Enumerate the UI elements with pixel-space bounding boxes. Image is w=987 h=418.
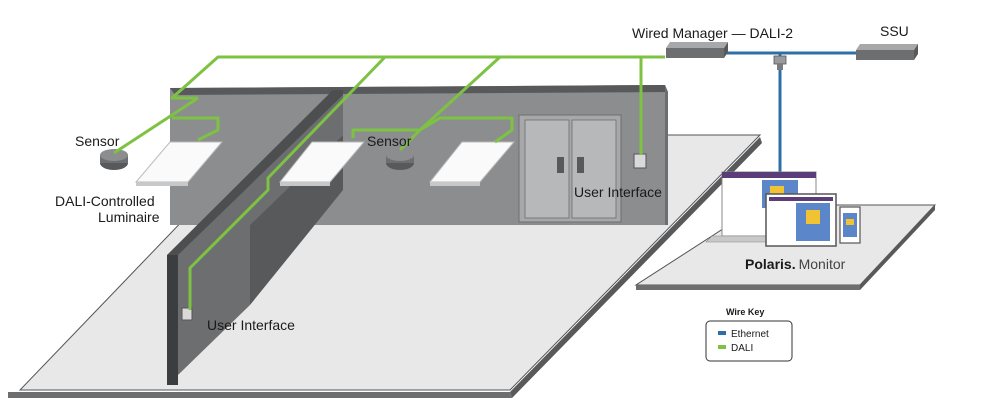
dali-wiring bbox=[113, 55, 665, 310]
wire-key: Wire Key Ethernet DALI bbox=[705, 307, 793, 362]
brand-dot: . bbox=[792, 256, 796, 272]
sensor-middle-label: Sensor bbox=[367, 133, 412, 149]
double-doors bbox=[518, 114, 622, 223]
phone-icon bbox=[839, 206, 861, 244]
luminaire-label-line1: DALI-Controlled bbox=[55, 193, 155, 209]
tablet-icon bbox=[765, 193, 837, 247]
sensor-left-device bbox=[100, 149, 128, 170]
sensor-left-label: Sensor bbox=[75, 133, 120, 149]
dali-swatch bbox=[718, 345, 726, 349]
dali-luminaire-left bbox=[134, 141, 224, 186]
ethernet-wiring bbox=[722, 51, 858, 180]
wire-key-ethernet: Ethernet bbox=[731, 329, 769, 340]
wired-manager-label: Wired Manager — DALI-2 bbox=[632, 25, 793, 41]
user-interface-right-device bbox=[633, 153, 647, 169]
wire-key-title: Wire Key bbox=[726, 307, 764, 317]
luminaire-label-line2: Luminaire bbox=[98, 209, 160, 225]
sensor-middle-device bbox=[386, 149, 414, 170]
user-interface-right-label: User Interface bbox=[574, 184, 662, 200]
ethernet-swatch bbox=[718, 331, 726, 335]
ethernet-junction-icon bbox=[773, 55, 787, 70]
brand-bold: Polaris bbox=[745, 256, 792, 272]
wired-manager-device bbox=[666, 42, 728, 58]
ssu-device bbox=[856, 44, 918, 60]
wire-key-dali: DALI bbox=[731, 343, 753, 354]
polaris-monitor-brand: Polaris.Monitor bbox=[745, 256, 846, 272]
user-interface-left-label: User Interface bbox=[207, 317, 295, 333]
dali-luminaire-middle bbox=[278, 141, 366, 186]
dali-luminaire-right bbox=[428, 141, 516, 186]
user-interface-left-device bbox=[181, 307, 193, 321]
brand-light: Monitor bbox=[799, 256, 846, 272]
ssu-label: SSU bbox=[880, 23, 909, 39]
